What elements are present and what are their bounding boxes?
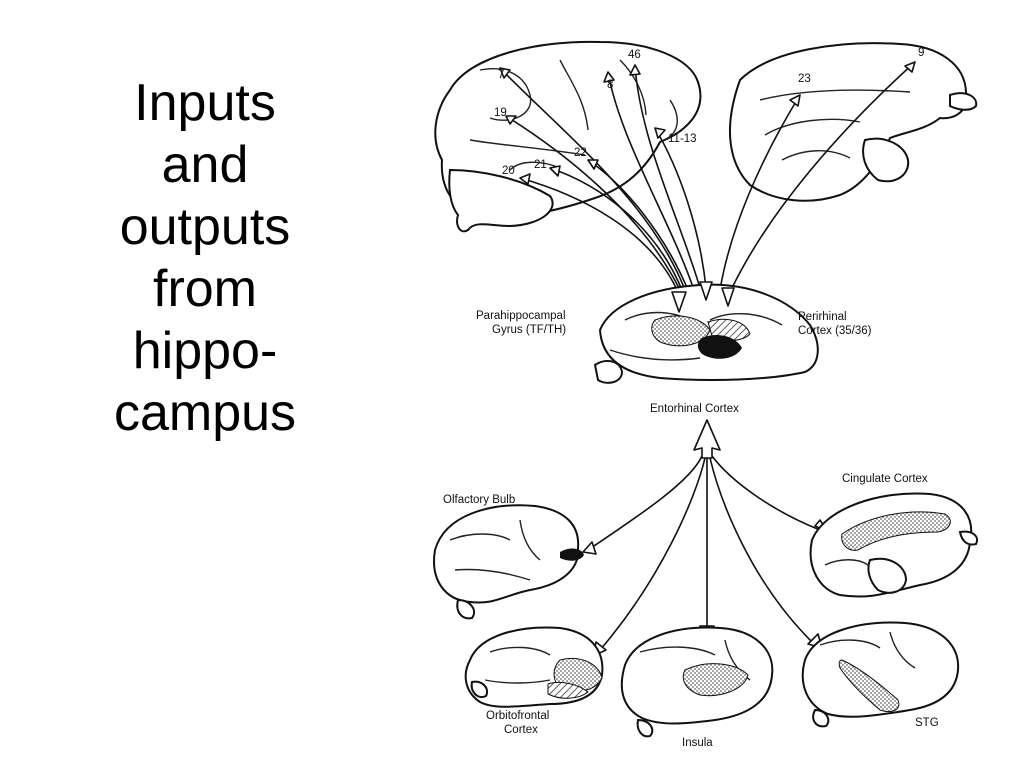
ventral-temporal-brain	[593, 281, 819, 384]
slide-title: Inputs and outputs from hippo- campus	[40, 72, 370, 444]
orbitofrontal-brain	[464, 626, 604, 708]
title-line: outputs	[119, 198, 291, 256]
area-numbers: 7 46 8 19 11-13 22 21 20 23 9	[494, 47, 924, 177]
area-number: 9	[918, 47, 924, 59]
area-number: 21	[534, 159, 547, 171]
perirhinal-label: Perirhinal	[798, 311, 847, 323]
parahippocampal-label: Parahippocampal	[476, 310, 566, 322]
entorhinal-label: Entorhinal Cortex	[650, 403, 739, 415]
insula-region	[682, 663, 749, 697]
area-number: 7	[498, 69, 504, 81]
connections-diagram: 7 46 8 19 11-13 22 21 20 23 9 Parahippoc…	[433, 40, 978, 749]
title-line: hippo-	[132, 322, 278, 380]
insula-label: Insula	[682, 737, 713, 749]
area-number: 20	[502, 165, 515, 177]
area-number: 22	[574, 147, 587, 159]
cingulate-region	[841, 511, 951, 551]
area-number: 11-13	[668, 133, 697, 145]
olfactory-label: Olfactory Bulb	[443, 494, 515, 506]
area-number: 8	[607, 79, 613, 91]
lateral-brain-left	[434, 40, 702, 233]
area-number: 23	[798, 73, 811, 85]
orbitofrontal-hatched-region	[547, 681, 589, 699]
area-number: 19	[494, 107, 507, 119]
title-line: Inputs	[134, 74, 276, 132]
olfactory-bulb-region	[560, 548, 584, 561]
olfactory-brain	[433, 504, 584, 620]
title-line: from	[153, 260, 257, 318]
stg-label: STG	[915, 717, 939, 729]
parahippocampal-region	[651, 315, 711, 347]
entorhinal-region	[697, 335, 742, 359]
stg-brain	[801, 621, 960, 728]
orbitofrontal-label: Orbitofrontal	[486, 710, 549, 722]
area-number: 46	[628, 49, 641, 61]
perirhinal-label: Cortex (35/36)	[798, 325, 872, 337]
output-arrows	[582, 419, 829, 657]
input-arrows	[499, 61, 916, 293]
hippocampus-connections-figure: 7 46 8 19 11-13 22 21 20 23 9 Parahippoc…	[410, 20, 1000, 760]
title-line: and	[161, 136, 249, 194]
insula-brain	[620, 626, 774, 738]
cingulate-brain	[809, 492, 978, 598]
title-line: campus	[113, 384, 297, 442]
medial-brain-right	[729, 42, 978, 202]
parahippocampal-label: Gyrus (TF/TH)	[492, 324, 566, 336]
stg-region	[838, 659, 900, 713]
orbitofrontal-label: Cortex	[504, 724, 538, 736]
cingulate-label: Cingulate Cortex	[842, 473, 928, 485]
